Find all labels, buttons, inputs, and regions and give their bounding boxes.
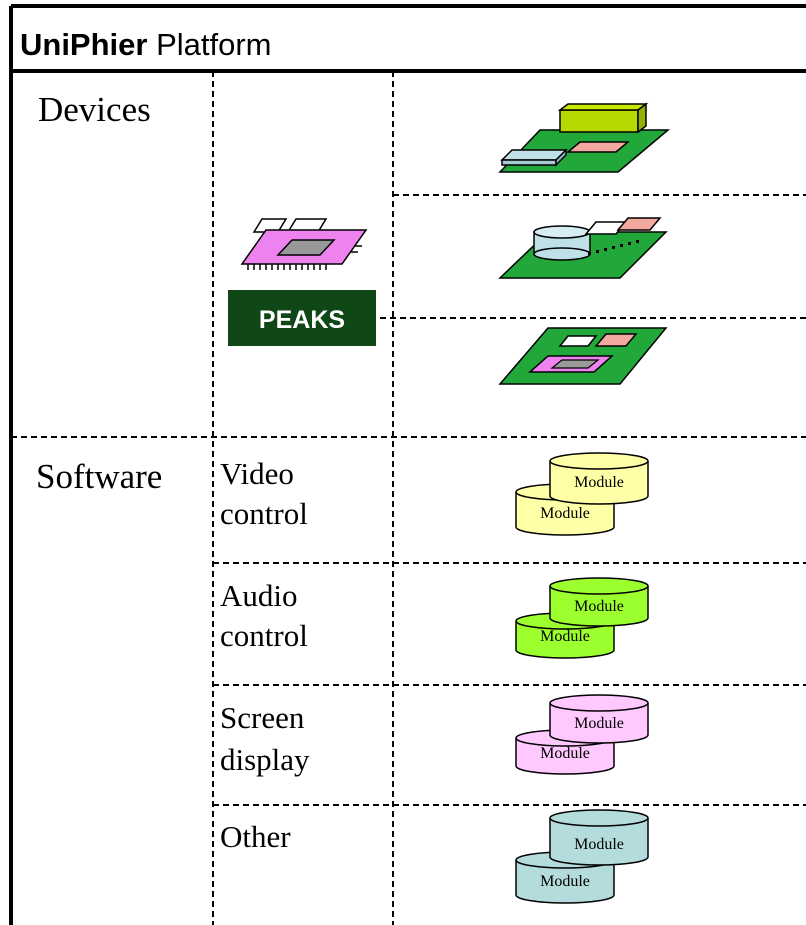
microchip-icon [240,218,368,270]
devices-label: Devices [38,90,151,129]
platform-title: UniPhier Platform [20,27,272,62]
module-stack-other: Module Module [515,809,649,904]
module-label-bottom: Module [540,628,590,645]
module-stack-audio: Module Module [515,577,649,659]
row-video-line1: Video [220,456,294,491]
module-stack-video: Module Module [515,452,649,536]
module-label-bottom: Module [540,745,590,762]
row-screen-line2: display [220,742,310,777]
circuit-board-icon [498,327,668,385]
brand-name: UniPhier [20,27,147,62]
title-suffix: Platform [147,27,271,62]
module-label-top: Module [574,836,624,853]
module-label-top: Module [574,598,624,615]
module-label-bottom: Module [540,873,590,890]
circuit-board-icon [498,102,671,173]
software-row-labels: Video control Audio control Screen displ… [220,456,310,854]
peaks-label: PEAKS [259,306,345,334]
module-label-top: Module [574,715,624,732]
peaks-badge: PEAKS [228,290,376,346]
row-screen-line1: Screen [220,700,305,735]
module-label-top: Module [574,474,624,491]
row-audio-line1: Audio [220,578,298,613]
software-label: Software [36,457,162,496]
grid-lines [11,71,806,925]
circuit-board-icon [498,217,668,279]
row-video-line2: control [220,496,308,531]
frame [9,4,806,925]
module-label-bottom: Module [540,505,590,522]
row-audio-line2: control [220,618,308,653]
module-stack-screen: Module Module [515,694,649,775]
row-other-line1: Other [220,819,291,854]
